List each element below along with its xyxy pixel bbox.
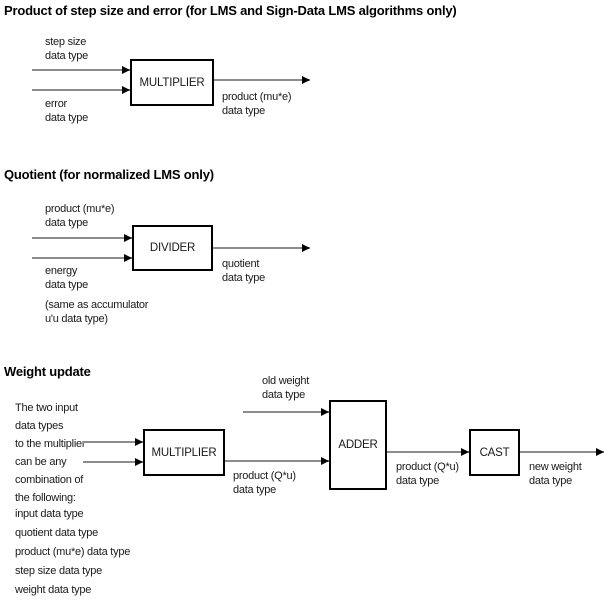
cast-output-arrow [520,448,604,456]
multiplier-block-label: MULTIPLIER [139,76,205,89]
old-weight-input-label: old weight data type [262,375,310,401]
adder-block-label: ADDER [338,439,378,451]
combination-option: product (mu*e) data type [15,546,131,558]
multiplier-output-label: product (Q*u) data type [233,470,296,496]
step-size-input-arrow [32,66,130,74]
weight-multiplier-input-arrow-top [83,438,143,446]
product-output-label: product (mu*e) data type [222,91,292,117]
error-input-arrow [32,86,130,94]
energy-input-arrow [32,254,132,262]
old-weight-input-arrow [243,408,329,416]
error-input-label: error data type [45,98,89,124]
adder-block: ADDER [329,400,387,490]
combination-option: step size data type [15,565,102,577]
multiplier-inputs-note: The two input data types to the multipli… [15,402,86,504]
product-input-arrow [32,234,132,242]
weight-multiplier-block-label: MULTIPLIER [151,446,217,459]
product-output-arrow [214,76,310,84]
cast-block-label: CAST [479,446,510,459]
combination-option: weight data type [15,584,92,596]
step-size-input-label: step size data type [45,36,89,62]
multiplier-block: MULTIPLIER [130,59,214,106]
cast-block: CAST [469,429,520,476]
weight-update-heading: Weight update [4,364,91,379]
quotient-section-heading: Quotient (for normalized LMS only) [4,167,214,182]
combination-options-list: input data type quotient data type produ… [15,505,130,600]
combination-option: input data type [15,508,84,520]
adder-output-arrow [387,448,469,456]
adder-output-label: product (Q*u) data type [396,461,459,487]
product-section-heading: Product of step size and error (for LMS … [4,3,457,18]
multiplier-output-arrow [225,457,329,465]
product-input-label: product (mu*e) data type [45,203,115,229]
weight-multiplier-block: MULTIPLIER [143,429,225,476]
quotient-output-arrow [213,244,310,252]
quotient-output-label: quotient data type [222,258,266,284]
divider-block: DIVIDER [132,225,213,271]
energy-input-label: energy data type [45,265,89,291]
weight-multiplier-input-arrow-bottom [83,458,143,466]
accumulator-note-label: (same as accumulator u'u data type) [45,299,149,325]
new-weight-output-label: new weight data type [529,461,582,487]
combination-option: quotient data type [15,527,98,539]
divider-block-label: DIVIDER [149,242,196,254]
